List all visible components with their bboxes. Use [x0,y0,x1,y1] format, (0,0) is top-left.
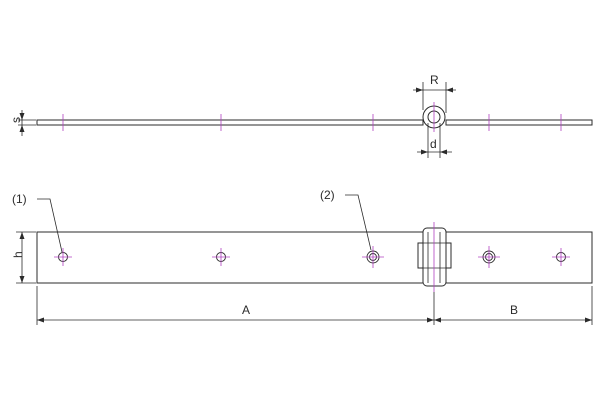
label-R: R [430,73,439,87]
label-ref2: (2) [320,188,335,202]
front-hole-5 [552,248,570,266]
side-view: R d s [9,73,593,158]
front-hole-2 [212,248,230,266]
front-view-leaf-left [36,231,424,284]
dimension-A: A [36,286,435,325]
dimension-h: h [11,231,36,284]
front-hole-1 [54,248,72,266]
label-ref1: (1) [12,192,27,206]
label-A: A [242,303,250,317]
dimension-R: R [413,73,456,113]
callout-2: (2) [320,188,372,251]
front-view-leaf-right [445,231,593,284]
label-h: h [11,251,25,258]
dimension-B: B [434,286,593,325]
side-view-strap-left [36,119,424,126]
dimension-s: s [9,110,36,136]
label-d: d [430,137,437,151]
front-view: (1) (2) h A B [11,188,593,325]
front-hole-3 [362,246,384,268]
front-view-knuckle [422,227,447,287]
front-hole-4 [478,246,500,268]
side-view-strap-right [445,119,593,126]
dimension-d: d [417,123,452,158]
label-s: s [9,117,23,123]
label-B: B [510,303,518,317]
callout-1: (1) [12,192,63,253]
